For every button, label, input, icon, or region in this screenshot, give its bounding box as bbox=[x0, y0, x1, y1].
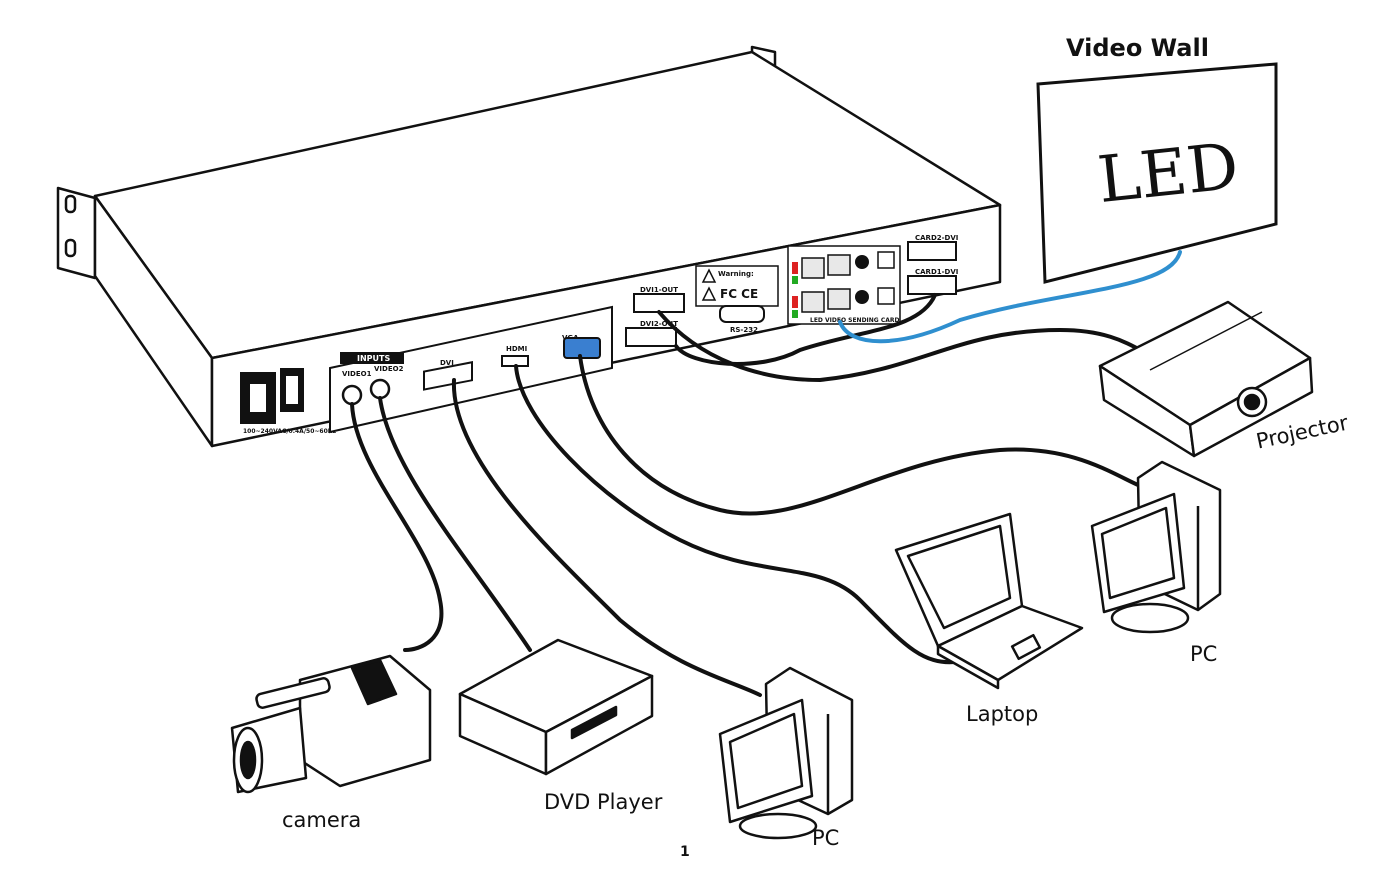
pc-right-monitor-stand bbox=[1110, 602, 1190, 634]
dvd-player bbox=[458, 638, 654, 776]
footnote-mark: 1 bbox=[680, 844, 690, 860]
warning-triangle-icon bbox=[701, 268, 717, 283]
caution-triangle-icon bbox=[701, 286, 717, 301]
sending-card-label: LED VIDEO SENDING CARD bbox=[810, 317, 899, 324]
inputs-heading-bar bbox=[340, 352, 404, 364]
pc-right bbox=[1090, 460, 1222, 634]
status-led-red-top bbox=[792, 262, 798, 274]
power-rating: 100~240VAC/0.4A/50~60Hz bbox=[243, 428, 337, 435]
dvd-player-label: DVD Player bbox=[544, 790, 663, 814]
projector-lens-center bbox=[1243, 393, 1261, 411]
input-panel: INPUTS VIDEO1 VIDEO2 DVI HDMI VGA bbox=[329, 305, 613, 434]
dvi1-out-label: DVI1-OUT bbox=[640, 286, 678, 294]
audio-jack-top bbox=[855, 255, 869, 269]
status-led-green-top bbox=[792, 276, 798, 284]
camera-viewfinder bbox=[350, 658, 398, 706]
rj45-port-3 bbox=[801, 291, 825, 313]
camera-label: camera bbox=[282, 808, 362, 832]
pc-bottom bbox=[718, 666, 854, 840]
card1-dvi-port bbox=[907, 275, 957, 295]
camera bbox=[230, 654, 432, 794]
dvi-label: DVI bbox=[440, 359, 454, 367]
rj45-port-4 bbox=[827, 288, 851, 310]
projector bbox=[1098, 300, 1314, 458]
laptop-front-edge bbox=[936, 644, 1000, 690]
rj45-port-2 bbox=[827, 254, 851, 276]
hdmi-label: HDMI bbox=[506, 345, 527, 353]
cable-video1-camera bbox=[350, 402, 444, 652]
video-wall: LED bbox=[1036, 62, 1278, 284]
status-led-red-bottom bbox=[792, 296, 798, 308]
cable-dvi2-card1 bbox=[674, 293, 937, 366]
dvi2-out-port bbox=[625, 327, 677, 347]
rj45-port-1 bbox=[801, 257, 825, 279]
video2-label: VIDEO2 bbox=[374, 365, 404, 373]
cable-led-video-wall bbox=[838, 250, 1182, 344]
usb-port-bottom bbox=[877, 287, 895, 305]
video-wall-screen bbox=[1036, 62, 1278, 284]
rack-ear-hole-top bbox=[64, 194, 77, 214]
laptop bbox=[894, 512, 1084, 690]
video1-label: VIDEO1 bbox=[342, 370, 372, 378]
pc-bottom-label: PC bbox=[812, 826, 840, 850]
laptop-label: Laptop bbox=[966, 702, 1039, 726]
pc-right-label: PC bbox=[1190, 642, 1218, 666]
power-inlet-socket bbox=[250, 384, 266, 412]
video2-port bbox=[369, 378, 391, 400]
pc-right-monitor-screen bbox=[1100, 506, 1176, 600]
output-panel: DVI1-OUT DVI2-OUT Warning: FC CE RS-232 … bbox=[625, 234, 958, 347]
audio-jack-bottom bbox=[855, 290, 869, 304]
card1-dvi-label: CARD1-DVI bbox=[915, 268, 958, 276]
usb-port-top bbox=[877, 251, 895, 269]
rs232-port bbox=[719, 305, 765, 323]
laptop-screen bbox=[906, 524, 1012, 630]
vga-port bbox=[563, 337, 601, 359]
video-wall-title: Video Wall bbox=[1066, 34, 1209, 62]
warning-text: Warning: bbox=[718, 270, 754, 278]
cable-vga-pc bbox=[578, 354, 1152, 516]
video1-port bbox=[341, 384, 363, 406]
rack-ear bbox=[56, 186, 97, 280]
laptop-touchpad bbox=[1010, 633, 1042, 661]
cable-video2-dvd bbox=[378, 396, 532, 652]
rs232-label: RS-232 bbox=[730, 326, 758, 334]
card2-dvi-label: CARD2-DVI bbox=[915, 234, 958, 242]
camera-handle bbox=[255, 677, 331, 709]
card2-dvi-port bbox=[907, 241, 957, 261]
dvi1-out-port bbox=[633, 293, 685, 313]
rack-ear-hole-bottom bbox=[64, 238, 77, 258]
power-block: 100~240VAC/0.4A/50~60Hz bbox=[240, 368, 337, 435]
status-led-green-bottom bbox=[792, 310, 798, 318]
dvi2-out-label: DVI2-OUT bbox=[640, 320, 678, 328]
camera-lens-glass bbox=[239, 740, 257, 780]
pc-bottom-monitor-stand bbox=[738, 812, 818, 840]
projector-ridge bbox=[1149, 311, 1263, 371]
cable-hdmi-laptop bbox=[514, 364, 957, 665]
power-switch-rocker bbox=[286, 376, 298, 404]
cable-dvi-pc bbox=[451, 378, 762, 697]
certification-marks: FC CE bbox=[720, 287, 758, 301]
dvd-disc-tray bbox=[570, 705, 618, 740]
dvi-input-port bbox=[423, 361, 473, 391]
pc-bottom-monitor-screen bbox=[728, 712, 804, 810]
led-screen-text: LED bbox=[1094, 130, 1241, 218]
cables bbox=[350, 293, 1152, 697]
inputs-heading: INPUTS bbox=[357, 354, 390, 363]
